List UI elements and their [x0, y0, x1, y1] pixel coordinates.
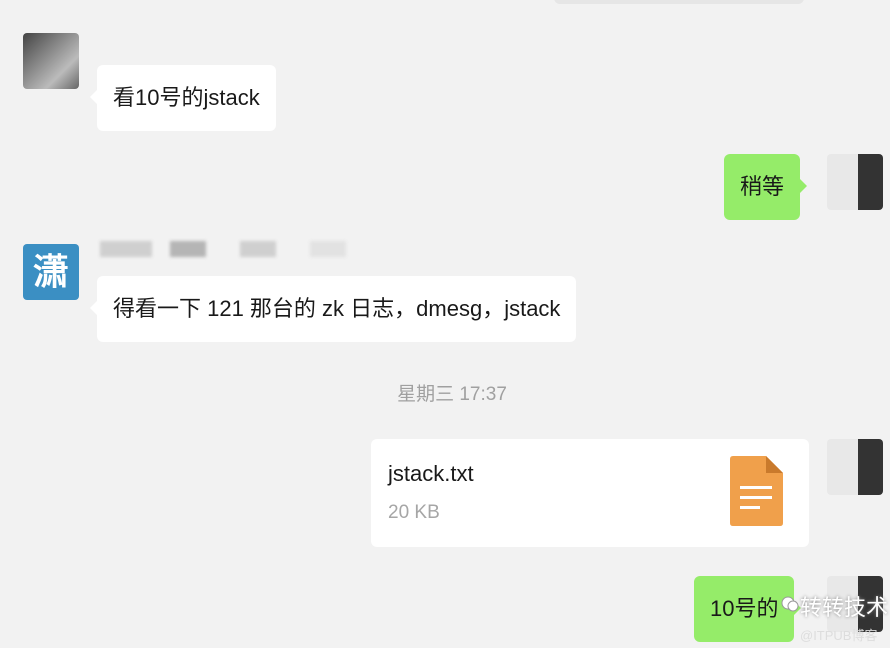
watermark-source: @ITPUB博客 [800, 628, 878, 643]
my-avatar[interactable] [827, 154, 883, 210]
file-name: jstack.txt [388, 461, 474, 486]
my-avatar[interactable] [827, 439, 883, 495]
contact-avatar-1[interactable] [23, 33, 79, 89]
wechat-icon [781, 595, 799, 613]
file-message[interactable]: jstack.txt 20 KB [371, 439, 809, 547]
timestamp: 星期三 17:37 [397, 384, 507, 405]
watermark-brand: 转转技术 [800, 595, 889, 620]
file-size: 20 KB [388, 502, 440, 523]
previous-message-edge [554, 0, 804, 4]
message-bubble: 看10号的jstack [90, 65, 276, 131]
message-bubble: 稍等 [724, 154, 808, 220]
message-bubble: 得看一下 121 那台的 zk 日志，dmesg，jstack [89, 276, 577, 342]
my-avatar[interactable] [827, 576, 883, 632]
message-bubble: 10号的 [694, 576, 803, 642]
contact-avatar-2[interactable]: 潇 [23, 244, 79, 300]
document-icon [730, 456, 783, 526]
